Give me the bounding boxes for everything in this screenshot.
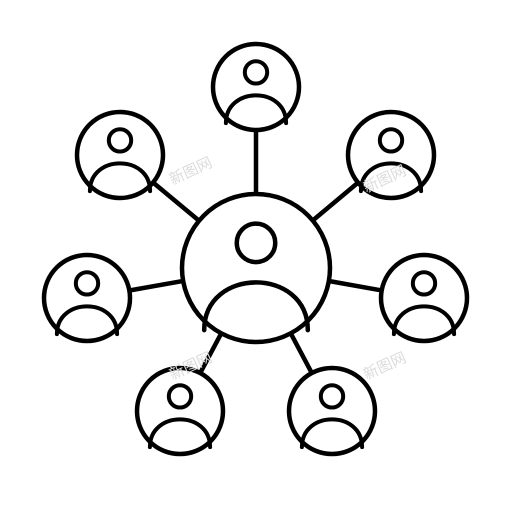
left-person-ring xyxy=(41,252,133,344)
lower-right-person-head xyxy=(318,383,346,410)
upper-right-person-head xyxy=(377,127,405,154)
upper-left-person-icon xyxy=(74,109,166,201)
right-person-ring xyxy=(378,252,470,344)
upper-left-person-head xyxy=(106,127,134,154)
connector-line xyxy=(310,180,361,223)
hub-person-head xyxy=(234,221,278,265)
hub-person-icon xyxy=(179,191,333,345)
connector-line xyxy=(127,278,186,293)
upper-right-person-ring xyxy=(345,109,437,201)
hub-person-shoulders xyxy=(201,280,311,333)
top-person-icon xyxy=(210,41,302,133)
lower-left-person-icon xyxy=(134,365,226,457)
left-person-head xyxy=(73,270,101,297)
lower-right-person-shoulders xyxy=(299,417,365,450)
top-person-shoulders xyxy=(223,93,289,126)
lower-left-person-ring xyxy=(134,365,226,457)
left-person-icon xyxy=(41,252,133,344)
lower-right-person-ring xyxy=(286,365,378,457)
right-person-head xyxy=(410,270,438,297)
lower-right-person-icon xyxy=(286,365,378,457)
upper-right-person-icon xyxy=(345,109,437,201)
person-nodes xyxy=(41,41,470,457)
left-person-shoulders xyxy=(54,304,120,337)
top-person-head xyxy=(242,59,270,86)
connector-line xyxy=(326,278,384,293)
right-person-shoulders xyxy=(391,304,457,337)
connector-line xyxy=(150,180,202,223)
top-person-ring xyxy=(210,41,302,133)
right-person-icon xyxy=(378,252,470,344)
hub-person-ring xyxy=(179,191,333,345)
upper-left-person-shoulders xyxy=(87,161,153,194)
lower-left-person-head xyxy=(166,383,194,410)
connector-line xyxy=(197,331,224,376)
connector-lines xyxy=(127,127,384,376)
upper-left-person-ring xyxy=(74,109,166,201)
lower-left-person-shoulders xyxy=(147,417,213,450)
upper-right-person-shoulders xyxy=(358,161,424,194)
connector-line xyxy=(288,331,315,376)
